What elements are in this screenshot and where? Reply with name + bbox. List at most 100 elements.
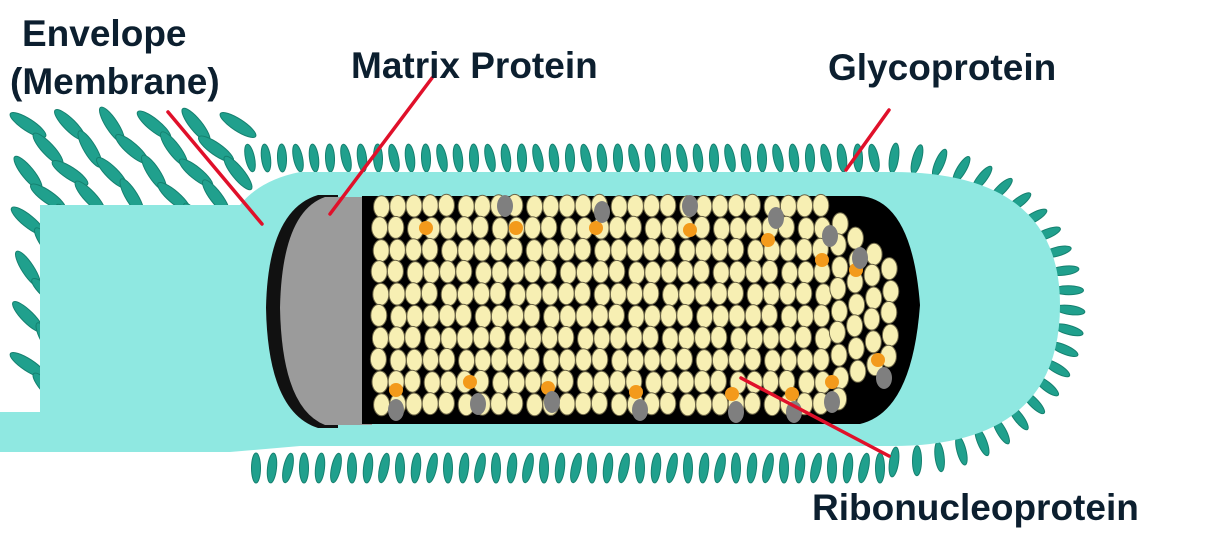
rnp-bead	[559, 239, 575, 261]
rnp-bead	[644, 305, 660, 327]
glycoprotein-spike	[362, 453, 374, 484]
glycoprotein-spike	[410, 453, 422, 484]
rnp-bead	[711, 283, 727, 305]
rnp-bead	[610, 371, 626, 393]
rnp-bead	[847, 227, 863, 249]
rnp-bead	[610, 327, 626, 349]
rnp-bead	[593, 371, 609, 393]
rnp-bead	[677, 304, 693, 326]
rnp-bead	[866, 243, 882, 265]
rnp-bead	[438, 194, 454, 216]
glycoprotein-spike	[887, 143, 900, 174]
rnp-bead	[526, 283, 542, 305]
rnp-bead	[781, 306, 797, 328]
rnp-bead	[374, 394, 390, 416]
rnp-bead	[660, 194, 676, 216]
glycoprotein-spike	[472, 452, 487, 483]
glycoprotein-spike	[757, 144, 767, 172]
glycoprotein-spike	[887, 447, 900, 478]
rnp-orange-dot	[463, 375, 477, 389]
rnp-bead	[713, 262, 729, 284]
rnp-bead	[728, 195, 744, 217]
rnp-bead	[626, 327, 642, 349]
rnp-gray-dot	[824, 391, 840, 413]
glycoprotein-spike	[387, 143, 402, 172]
rnp-bead	[799, 372, 815, 394]
glycoprotein-spike	[554, 453, 566, 484]
rnp-bead	[440, 371, 456, 393]
rnp-bead	[457, 283, 473, 305]
glycoprotein-spike	[613, 144, 623, 172]
glycoprotein-spike	[291, 143, 306, 172]
rnp-bead	[848, 338, 864, 360]
rnp-bead	[796, 239, 812, 261]
rnp-bead	[762, 260, 778, 282]
rnp-bead	[761, 304, 777, 326]
glycoprotein-spike	[243, 143, 258, 172]
rnp-orange-dot	[871, 353, 885, 367]
rnp-bead	[372, 371, 388, 393]
rnp-bead	[525, 327, 541, 349]
rnp-bead	[625, 216, 641, 238]
glycoprotein-spike	[709, 144, 719, 172]
rnp-bead	[373, 283, 389, 305]
glycoprotein-spike	[723, 143, 738, 172]
glycoprotein-spike	[568, 452, 583, 483]
rnp-orange-dot	[825, 375, 839, 389]
rnp-bead	[696, 350, 712, 372]
rnp-bead	[849, 294, 865, 316]
rnp-bead	[781, 349, 797, 371]
rnp-bead	[542, 327, 558, 349]
rnp-bead	[407, 305, 423, 327]
rnp-bead	[506, 238, 522, 260]
rnp-bead	[425, 328, 441, 350]
glycoprotein-spike	[588, 453, 597, 483]
glycoprotein-spike	[506, 453, 518, 484]
rnp-bead	[661, 261, 677, 283]
rnp-bead	[491, 305, 507, 327]
rnp-bead	[695, 283, 711, 305]
glycoprotein-spike	[650, 453, 662, 484]
rnp-gray-dot	[388, 399, 404, 421]
glycoprotein-spike	[856, 452, 871, 483]
rnp-bead	[574, 282, 590, 304]
rnp-bead	[814, 305, 830, 327]
rnp-bead	[694, 371, 710, 393]
rnp-orange-dot	[629, 385, 643, 399]
rnp-bead	[390, 195, 406, 217]
glycoprotein-spike	[252, 453, 261, 483]
rnp-bead	[441, 327, 457, 349]
rnp-gray-dot	[470, 393, 486, 415]
rnp-bead	[524, 261, 540, 283]
rnp-bead	[763, 327, 779, 349]
rnp-bead	[422, 195, 438, 217]
rnp-bead	[455, 304, 471, 326]
rnp-bead	[474, 239, 490, 261]
rnp-bead	[731, 328, 747, 350]
rnp-bead	[609, 217, 625, 239]
rnp-bead	[627, 239, 643, 261]
rnp-bead	[748, 240, 764, 262]
rnp-bead	[526, 240, 542, 262]
rnp-bead	[797, 349, 813, 371]
rnp-orange-dot	[815, 253, 829, 267]
rnp-bead	[423, 349, 439, 371]
rnp-bead	[493, 372, 509, 394]
rnp-bead	[524, 304, 540, 326]
rnp-bead	[389, 327, 405, 349]
ribonucleoprotein-core	[362, 194, 920, 424]
rnp-bead	[371, 261, 387, 283]
rnp-bead	[575, 195, 591, 217]
rnp-bead	[629, 262, 645, 284]
glycoprotein-spike	[661, 144, 671, 172]
rnp-bead	[696, 393, 712, 415]
rnp-bead	[508, 305, 524, 327]
glycoprotein-spike	[277, 144, 287, 172]
rnp-bead	[557, 370, 573, 392]
rnp-bead	[440, 261, 456, 283]
glycoprotein-spike	[828, 453, 837, 483]
rnp-bead	[561, 218, 577, 240]
glycoprotein-spike	[300, 453, 309, 483]
